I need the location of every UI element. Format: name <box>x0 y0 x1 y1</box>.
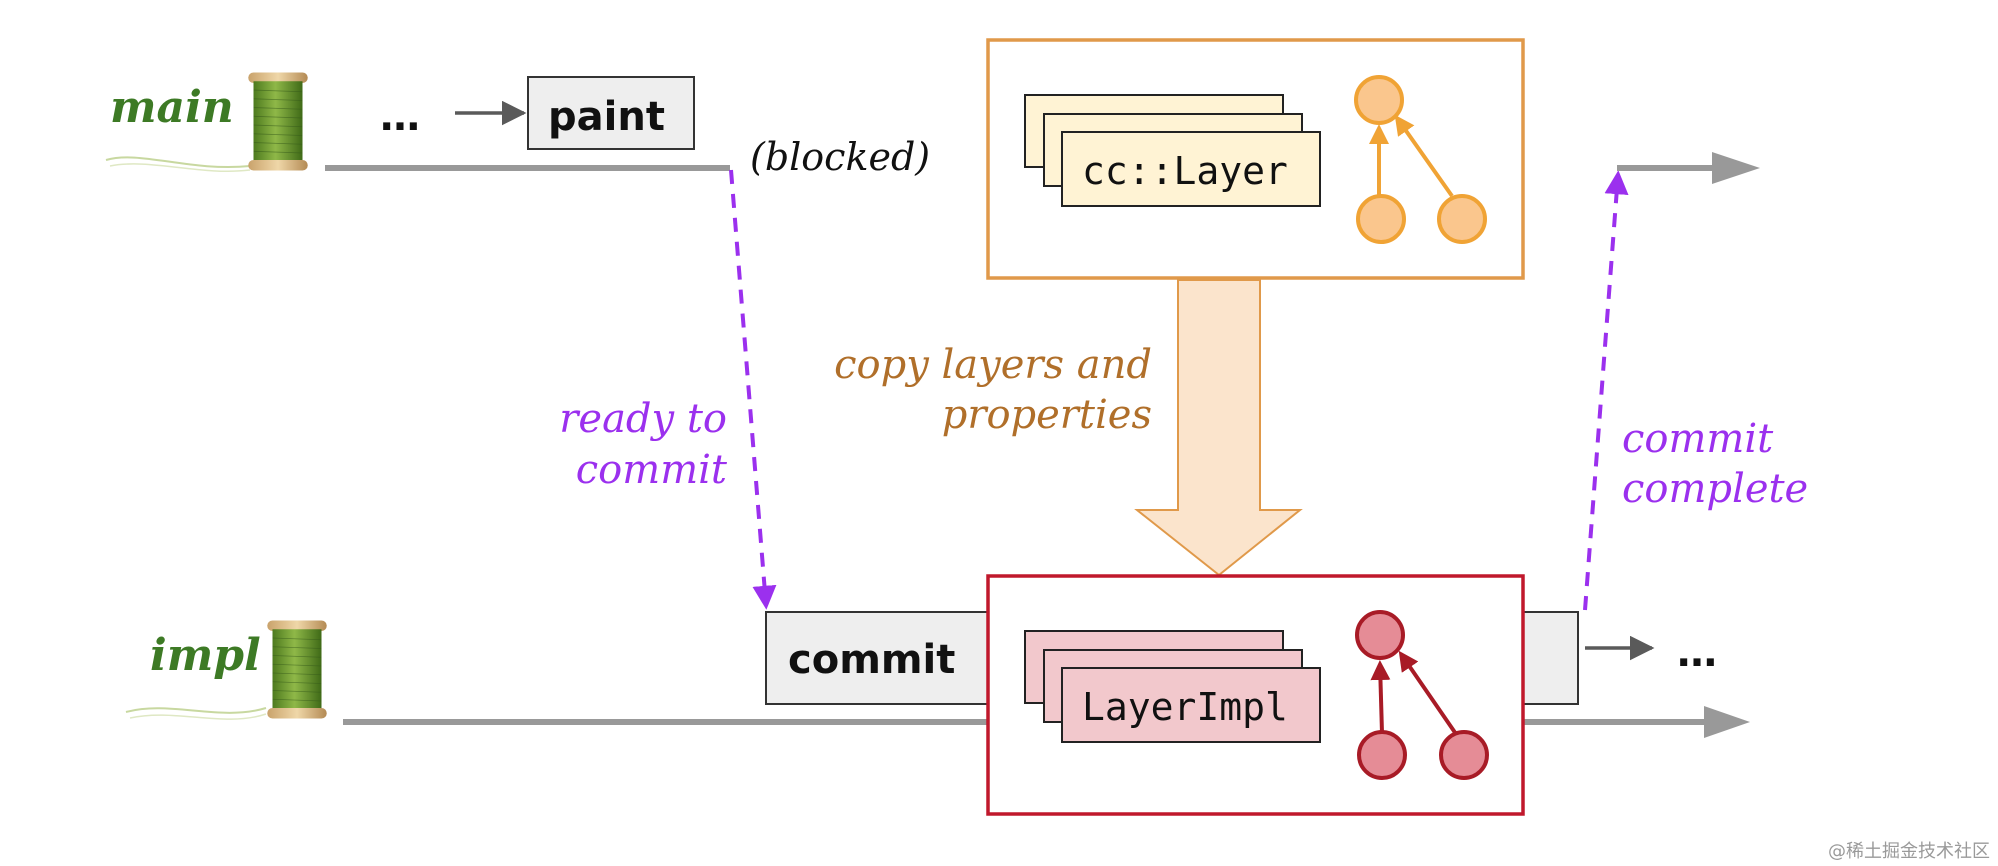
impl-ellipsis: … <box>1677 630 1717 676</box>
cc-layer-stack: cc::Layer <box>1024 94 1321 207</box>
commit-complete-label: commit complete <box>1622 416 1808 512</box>
cc-layer-label: cc::Layer <box>1082 149 1288 193</box>
tree-node-child <box>1439 730 1489 780</box>
main-thread-label: main <box>110 82 234 133</box>
svg-text:complete: complete <box>1622 466 1808 512</box>
tree-node-child <box>1357 730 1407 780</box>
main-layer-tree <box>1354 75 1487 244</box>
svg-text:commit: commit <box>1622 416 1774 462</box>
layer-impl-label: LayerImpl <box>1082 685 1288 729</box>
impl-timeline-arrowhead <box>1704 706 1750 738</box>
ready-to-commit-label: ready to commit <box>559 396 728 493</box>
paint-label: paint <box>548 94 665 140</box>
watermark: @稀土掘金技术社区 <box>1828 841 1990 862</box>
thread-spool-icon <box>125 620 328 720</box>
main-timeline-arrowhead <box>1712 152 1760 184</box>
svg-text:commit: commit <box>576 447 728 493</box>
svg-text:properties: properties <box>942 392 1152 438</box>
tree-node-child <box>1437 194 1487 244</box>
commit-label: commit <box>788 637 955 683</box>
layer-impl-stack: LayerImpl <box>1024 630 1321 743</box>
impl-layer-tree <box>1355 610 1489 780</box>
tree-node-root <box>1355 610 1405 660</box>
ready-to-commit-arrow <box>729 169 777 610</box>
svg-text:copy layers and: copy layers and <box>834 342 1152 388</box>
thread-spool-icon <box>105 72 309 172</box>
tree-node-child <box>1356 194 1406 244</box>
svg-text:ready to: ready to <box>559 396 727 442</box>
copy-layers-label: copy layers and properties <box>834 342 1152 438</box>
blocked-label: (blocked) <box>750 135 930 179</box>
tree-node-root <box>1354 75 1404 125</box>
paint-task: paint <box>527 76 695 150</box>
main-ellipsis: … <box>380 94 420 140</box>
impl-thread-label: impl <box>150 630 261 681</box>
commit-complete-arrow <box>1583 170 1629 611</box>
copy-layers-arrow <box>1134 279 1303 577</box>
